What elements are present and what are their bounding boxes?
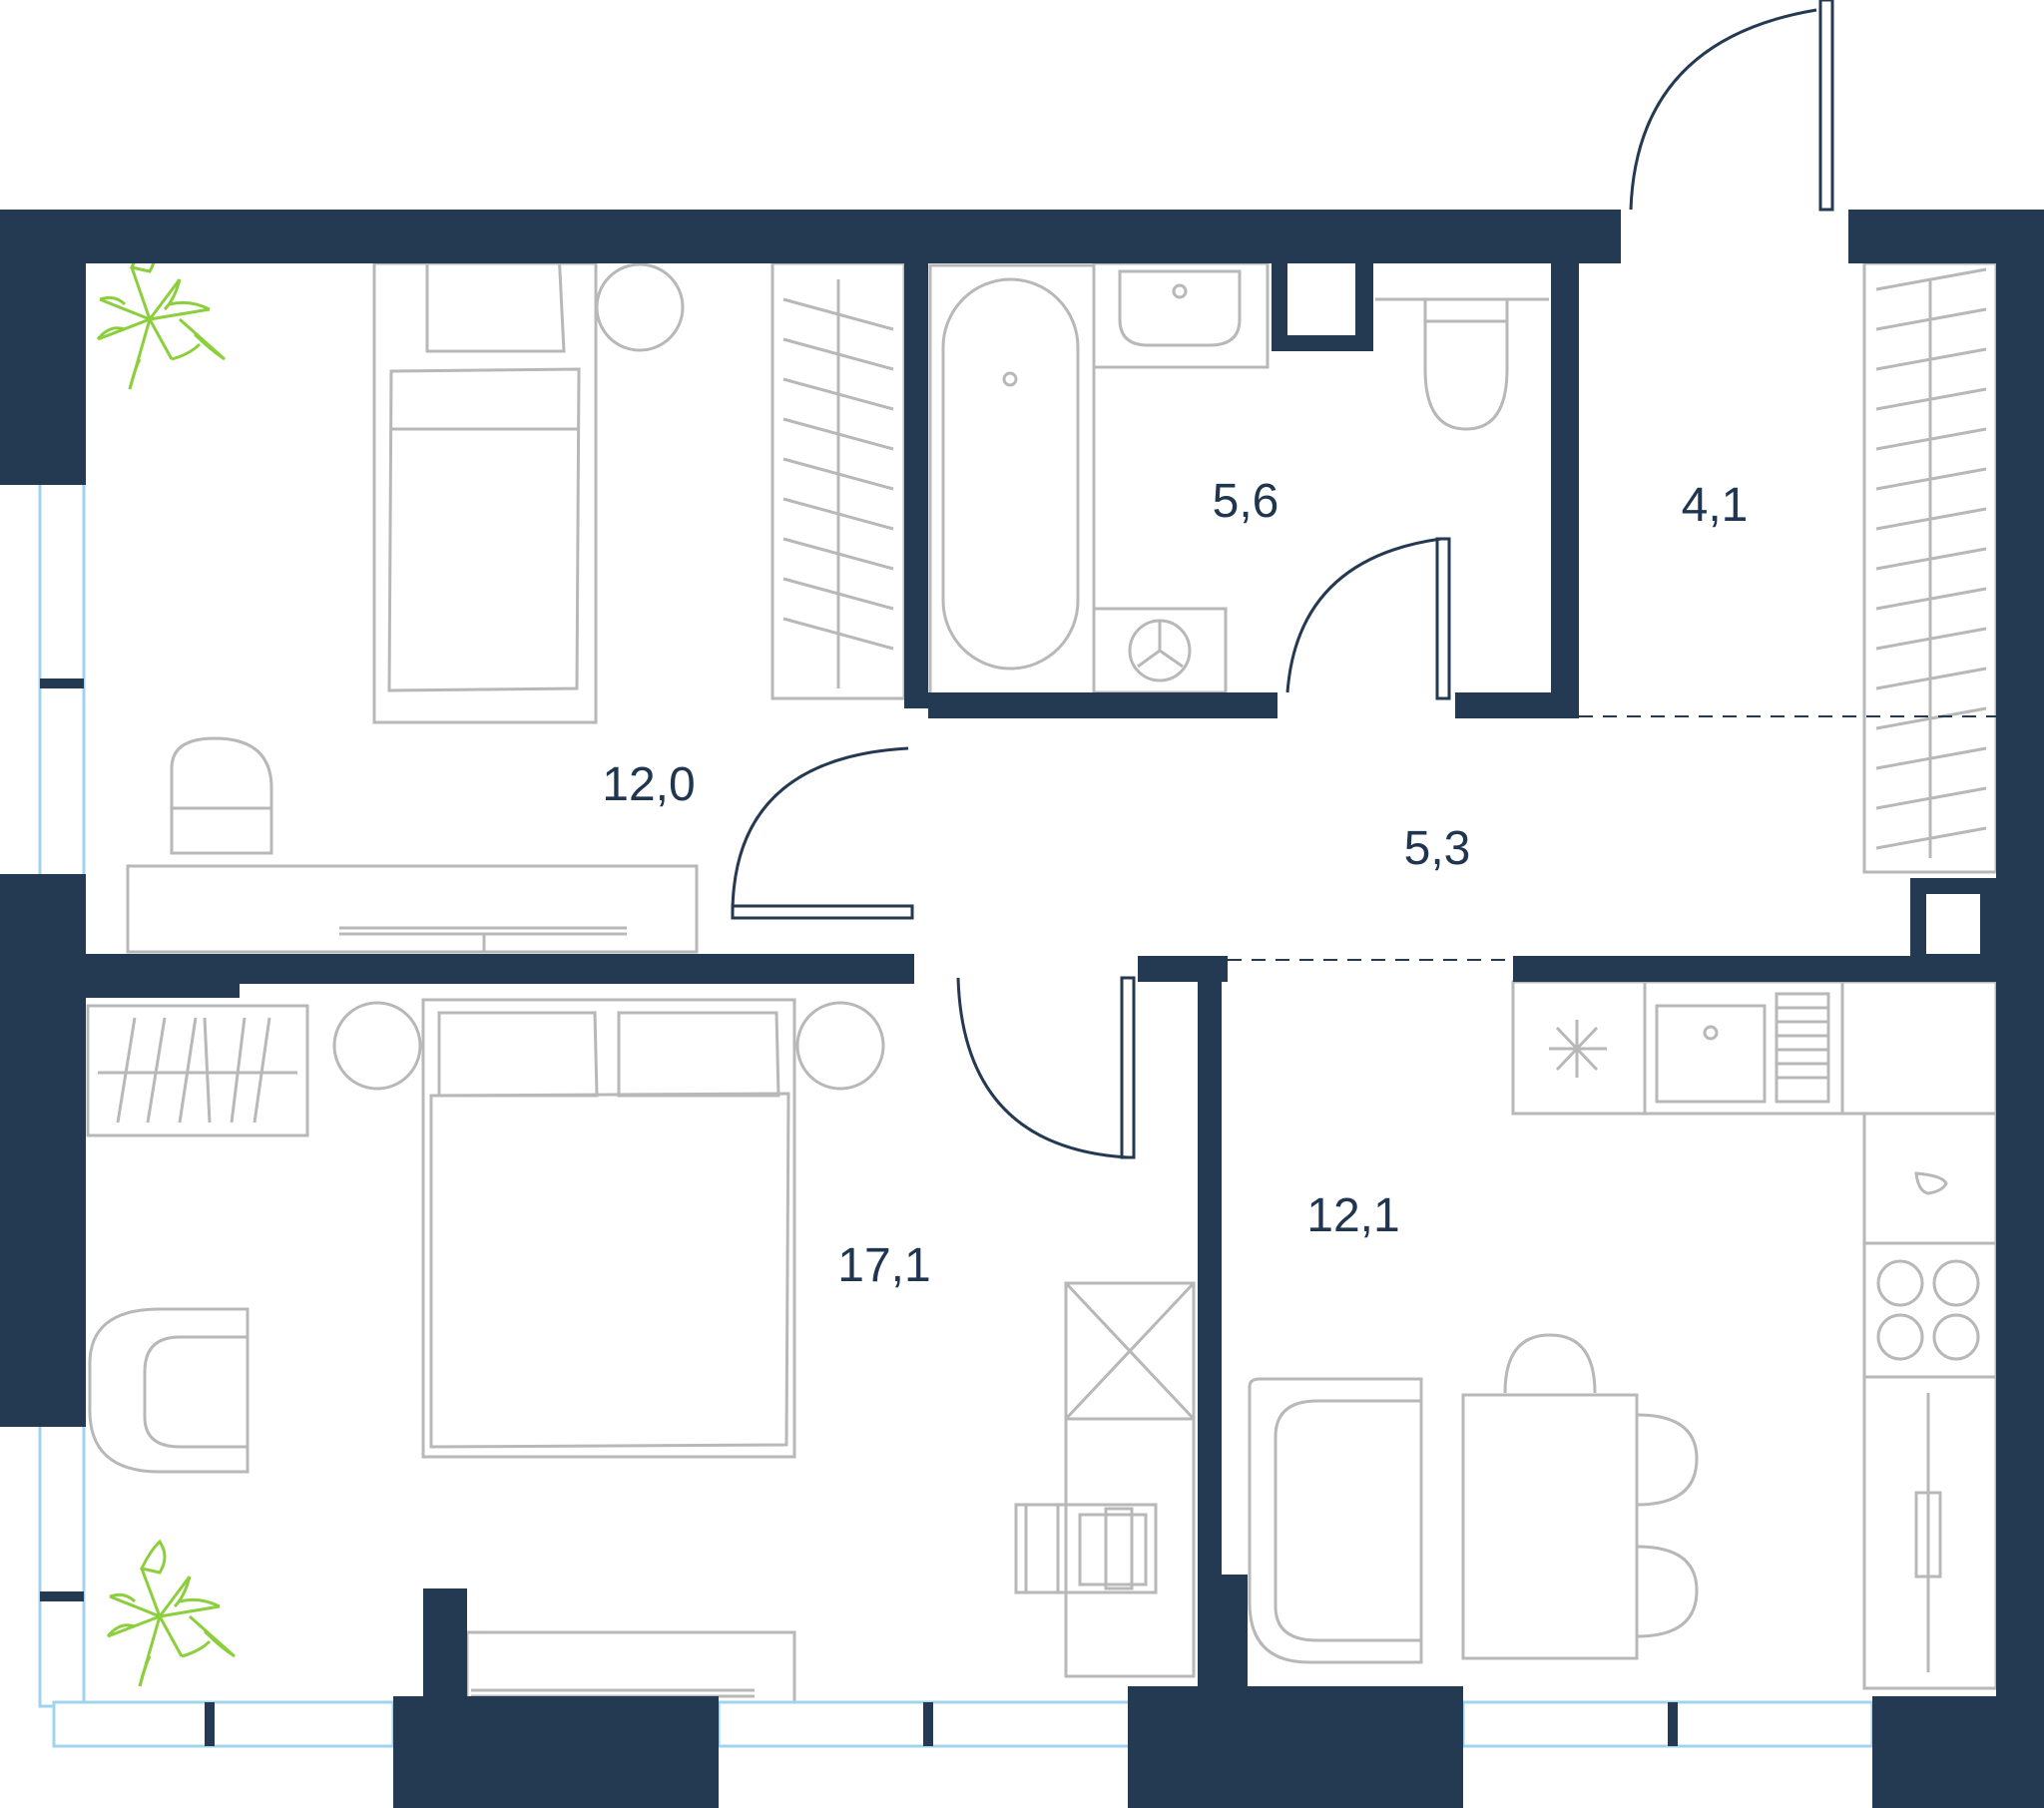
cooktop [1876, 1259, 1980, 1361]
room-labels: 12,0 5,6 4,1 5,3 17,1 12,1 [602, 475, 1748, 1292]
area-label-wardrobe: 4,1 [1682, 479, 1749, 532]
fridge-icon [1549, 1020, 1607, 1078]
desk-chair-large [1014, 1503, 1158, 1594]
bathtub [928, 263, 1096, 702]
water-drop-icon [1914, 1171, 1948, 1195]
desk-chair-small [170, 736, 273, 855]
plant-icon-top [96, 236, 226, 390]
sofa [1248, 1377, 1423, 1664]
window-mullions [40, 678, 1678, 1746]
wardrobe-bedroom-small [770, 261, 906, 700]
desk-bedroom-small [126, 864, 699, 954]
double-bed [421, 998, 796, 1459]
area-label-kitchen-living: 12,1 [1306, 1189, 1399, 1242]
area-label-bedroom-large: 17,1 [837, 1239, 930, 1292]
nightstand-left [332, 1001, 422, 1091]
wardrobe-corridor [1862, 261, 1998, 874]
toilet [1375, 297, 1549, 431]
area-label-bedroom-small: 12,0 [602, 758, 695, 811]
single-bed [372, 249, 598, 724]
kitchen-sink [1655, 992, 1830, 1104]
oven-handle [1914, 1393, 1942, 1672]
area-label-bathroom: 5,6 [1213, 475, 1279, 528]
wardrobe-bedroom-large [86, 1004, 309, 1137]
doors [731, 0, 1834, 1159]
armchair [88, 1307, 250, 1474]
sink-bathroom [1092, 261, 1270, 369]
dresser [1064, 1281, 1196, 1678]
dining-table [1461, 1333, 1699, 1660]
area-label-hallway: 5,3 [1404, 822, 1471, 875]
plant-icon-bottom [106, 1539, 236, 1687]
shaft-voids [1287, 263, 1980, 954]
zone-dividers [1228, 715, 1996, 961]
walls [0, 210, 2044, 1808]
nightstand-stool [595, 262, 685, 352]
washing-machine [1092, 607, 1228, 694]
furniture [86, 249, 1998, 1718]
nightstand-right [795, 1001, 885, 1091]
